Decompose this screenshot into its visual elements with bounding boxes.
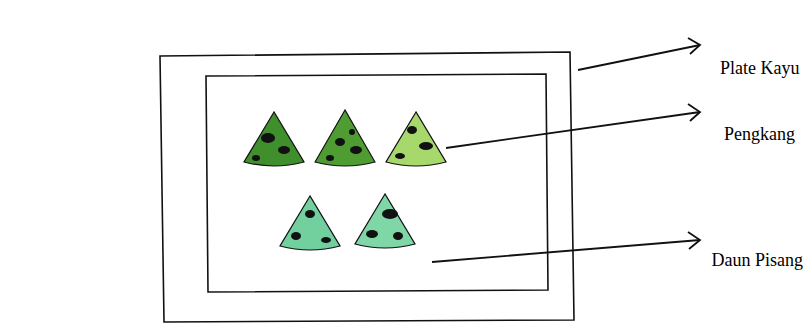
- leader-arrow: [432, 232, 700, 262]
- pengkang: [315, 110, 375, 166]
- wooden-plate: [160, 52, 574, 322]
- pengkang: [244, 112, 304, 166]
- pengkang: [386, 112, 446, 166]
- part-label: Daun Pisang: [712, 250, 804, 272]
- pengkang: [280, 196, 340, 250]
- leader-arrow: [446, 104, 700, 148]
- banana-leaf: [206, 74, 548, 292]
- part-label: Plate Kayu: [720, 58, 799, 80]
- part-label: Pengkang: [724, 124, 795, 146]
- leader-arrow: [578, 38, 700, 70]
- pengkang: [355, 194, 415, 248]
